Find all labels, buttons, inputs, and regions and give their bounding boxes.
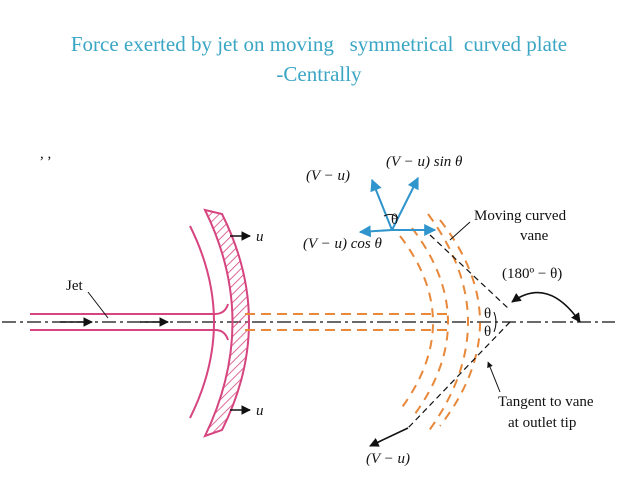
jet-label: Jet (66, 278, 83, 294)
slide-title: Force exerted by jet on moving symmetric… (70, 32, 568, 56)
angle-arc (511, 291, 581, 323)
u-label-bottom: u (256, 403, 264, 419)
velocity-triangle (358, 176, 437, 238)
slide-subtitle: -Centrally (276, 62, 362, 86)
theta-small-label: θ (391, 212, 398, 228)
vu-cos-label: (V − u) cos θ (303, 236, 382, 252)
tangent-line-upper (429, 234, 511, 311)
vu-bottom-label: (V − u) (366, 451, 410, 467)
jet-stream (30, 303, 229, 341)
vu-sin-label: (V − u) sin θ (386, 154, 463, 170)
curved-plate (189, 208, 250, 438)
moving-curved-vane (399, 213, 481, 433)
angle-outer-label: (180º − θ) (502, 266, 562, 282)
u-label-top: u (256, 229, 264, 245)
vu-top-label: (V − u) (306, 168, 350, 184)
corner-mark: , , (40, 146, 51, 162)
tangent-line-lower (407, 321, 511, 429)
moving-vane-label-2: vane (520, 228, 549, 244)
theta-upper-label: θ (484, 306, 491, 322)
tangent-label: Tangent to vane (498, 394, 594, 410)
moving-vane-label: Moving curved (474, 208, 567, 224)
outlet-velocity-arrow (369, 427, 409, 447)
tangent-label-2: at outlet tip (508, 415, 576, 431)
jet-flow-dashed (245, 313, 450, 331)
theta-lower-label: θ (484, 324, 491, 340)
